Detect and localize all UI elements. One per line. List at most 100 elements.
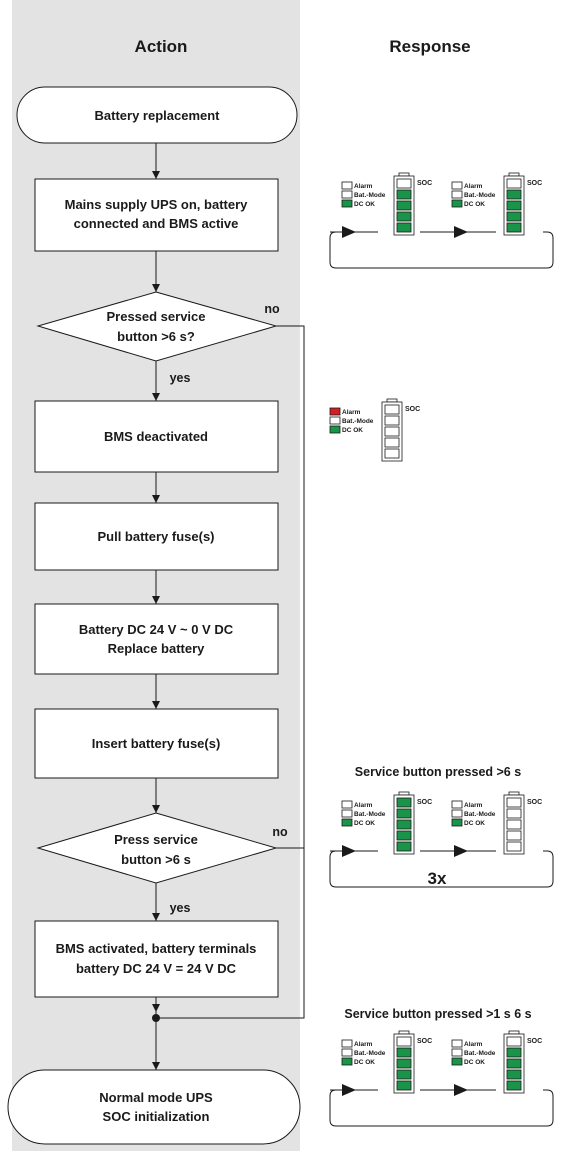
soc-segment	[396, 808, 412, 819]
arrow-head	[152, 495, 160, 503]
decision-pressed-line1: Pressed service	[106, 309, 205, 324]
soc-label: SOC	[417, 799, 432, 806]
response-caption-3: Service button pressed >1 s 6 s	[344, 1007, 531, 1021]
alarm-led	[329, 407, 341, 416]
dc-ok-led-label: DC OK	[464, 1059, 485, 1066]
end-label-line2: SOC initialization	[103, 1109, 210, 1124]
arrow-head	[152, 596, 160, 604]
soc-segment	[384, 404, 400, 415]
soc-segment	[506, 222, 522, 233]
sequence-arrow	[342, 1084, 356, 1096]
soc-segment	[506, 1058, 522, 1069]
action-header: Action	[135, 37, 188, 56]
soc-segment	[396, 1036, 412, 1047]
deactivated-label: BMS deactivated	[104, 429, 208, 444]
pull-fuse-label: Pull battery fuse(s)	[97, 529, 214, 544]
start-terminator	[16, 86, 298, 144]
battery-terminal	[398, 172, 410, 177]
dc-ok-led	[451, 1057, 463, 1066]
soc-segment	[506, 178, 522, 189]
battery-terminal	[508, 172, 520, 177]
connectors	[152, 143, 305, 1070]
battery-terminal	[386, 398, 398, 403]
dc-ok-led-label: DC OK	[354, 201, 375, 208]
alarm-led-label: Alarm	[354, 802, 373, 809]
dc-ok-led	[341, 1057, 353, 1066]
soc-segment	[384, 415, 400, 426]
dc-ok-led-label: DC OK	[464, 820, 485, 827]
pull-fuse-process	[34, 502, 279, 571]
repeat-count: 3x	[428, 869, 447, 888]
sequence-arrow	[454, 1084, 468, 1096]
soc-label: SOC	[527, 799, 542, 806]
bat-mode-led-label: Bat.-Mode	[354, 811, 386, 818]
bat-mode-led-label: Bat.-Mode	[464, 811, 496, 818]
bat-mode-led	[329, 416, 341, 425]
alarm-led-label: Alarm	[464, 802, 483, 809]
replace-label-line2: Replace battery	[108, 641, 206, 656]
dc-ok-led	[451, 199, 463, 208]
arrow-head	[152, 805, 160, 813]
soc-segment	[506, 808, 522, 819]
dc-ok-led-label: DC OK	[354, 820, 375, 827]
soc-segment	[506, 830, 522, 841]
arrow-head	[152, 284, 160, 292]
soc-segment	[396, 830, 412, 841]
bat-mode-led	[341, 1048, 353, 1057]
activated-label-line2: battery DC 24 V = 24 V DC	[76, 961, 237, 976]
bat-mode-led-label: Bat.-Mode	[464, 192, 496, 199]
soc-label: SOC	[527, 180, 542, 187]
soc-segment	[506, 1036, 522, 1047]
alarm-led	[451, 181, 463, 190]
alarm-led	[451, 1039, 463, 1048]
sequence-arrow	[454, 845, 468, 857]
sequence-loop	[329, 1084, 554, 1127]
soc-segment	[506, 1080, 522, 1091]
dc-ok-led	[451, 818, 463, 827]
soc-segment	[506, 200, 522, 211]
soc-segment	[396, 819, 412, 830]
arrow-head	[152, 393, 160, 401]
alarm-led	[341, 181, 353, 190]
bat-mode-led-label: Bat.-Mode	[342, 418, 374, 425]
activated-process	[34, 920, 279, 998]
decision-press-line2: button >6 s	[121, 852, 191, 867]
dc-ok-led	[341, 199, 353, 208]
soc-segment	[506, 189, 522, 200]
soc-segment	[396, 797, 412, 808]
dc-ok-led	[329, 425, 341, 434]
deactivated-process	[34, 400, 279, 473]
arrow-head	[152, 1004, 160, 1012]
soc-segment	[384, 426, 400, 437]
alarm-led-label: Alarm	[464, 183, 483, 190]
merge-junction	[152, 1014, 160, 1022]
loop-frame	[329, 850, 554, 888]
soc-label: SOC	[405, 406, 420, 413]
soc-segment	[396, 178, 412, 189]
battery-terminal	[508, 791, 520, 796]
bat-mode-led	[451, 190, 463, 199]
bat-mode-led	[341, 190, 353, 199]
response-header: Response	[389, 37, 470, 56]
dc-ok-led-label: DC OK	[464, 201, 485, 208]
sequence-arrow	[342, 226, 356, 238]
soc-segment	[396, 200, 412, 211]
arrow-head	[152, 913, 160, 921]
decision-pressed-line2: button >6 s?	[117, 329, 195, 344]
bat-mode-led-label: Bat.-Mode	[464, 1050, 496, 1057]
no-branch-line	[156, 325, 305, 1019]
arrow-head	[152, 171, 160, 179]
insert-fuse-label: Insert battery fuse(s)	[92, 736, 221, 751]
edge-label-no-1: no	[264, 302, 280, 316]
bat-mode-led-label: Bat.-Mode	[354, 1050, 386, 1057]
edge-label-yes-2: yes	[170, 901, 191, 915]
bat-mode-led-label: Bat.-Mode	[354, 192, 386, 199]
dc-ok-led-label: DC OK	[342, 427, 363, 434]
mains-label-line1: Mains supply UPS on, battery	[65, 197, 249, 212]
